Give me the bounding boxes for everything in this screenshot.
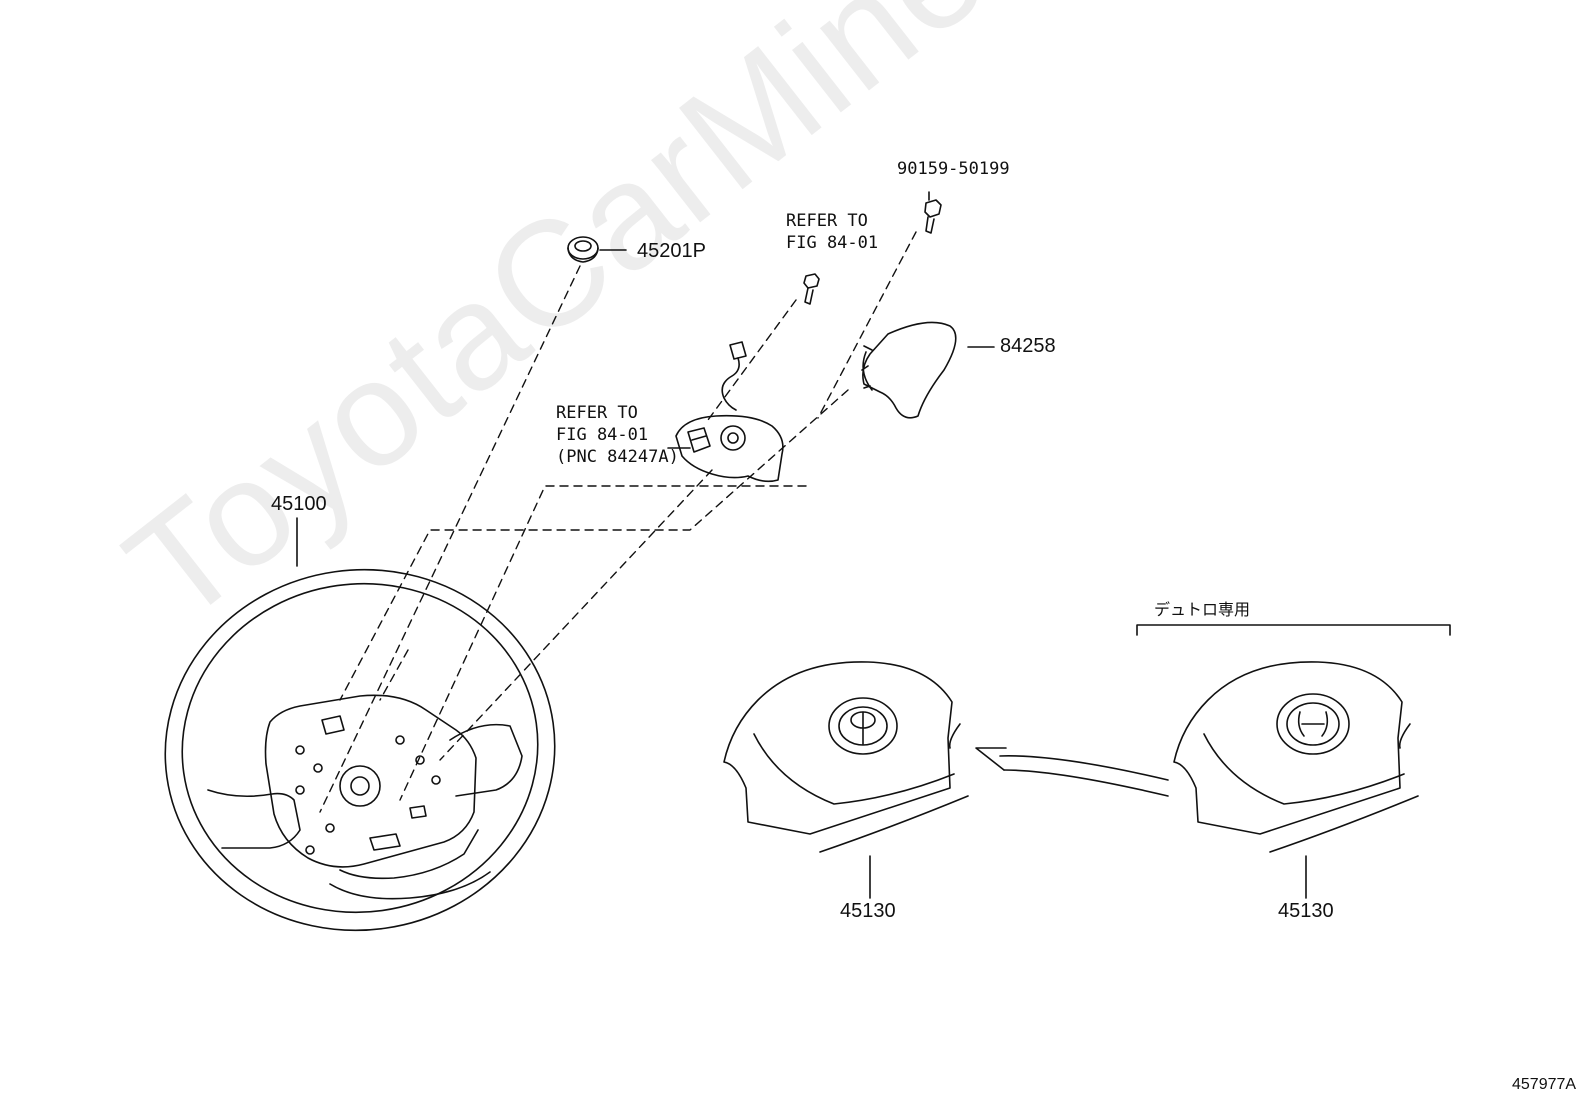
label-jp-note: デュトロ専用 <box>1154 600 1251 619</box>
figure-id: 457977A <box>1512 1076 1577 1093</box>
part-screw-refer <box>803 273 820 305</box>
label-refer-mid-1: REFER TO <box>556 403 638 423</box>
part-45130-left-airbag <box>723 661 969 899</box>
part-45100-steering-wheel <box>164 517 556 932</box>
assembly-dashed-lines <box>319 231 917 813</box>
label-90159-50199: 90159-50199 <box>897 159 1010 179</box>
label-45130-left: 45130 <box>840 900 896 922</box>
label-45100: 45100 <box>271 493 327 515</box>
note-bracket <box>1136 624 1451 636</box>
label-refer-mid-2: FIG 84-01 <box>556 425 649 445</box>
label-84258: 84258 <box>1000 335 1056 357</box>
label-45201p: 45201P <box>637 240 706 262</box>
label-refer-mid-3: (PNC 84247A) <box>556 447 679 467</box>
label-refer-top-2: FIG 84-01 <box>786 233 879 253</box>
part-45130-right-airbag <box>1173 661 1419 899</box>
label-45130-right: 45130 <box>1278 900 1334 922</box>
part-90159-bolt <box>924 191 942 234</box>
part-45201p-cap <box>567 236 627 263</box>
swap-arrow <box>975 747 1169 797</box>
part-switch-assembly <box>667 341 784 483</box>
part-84258-cover <box>861 321 995 419</box>
label-refer-top-1: REFER TO <box>786 211 868 231</box>
